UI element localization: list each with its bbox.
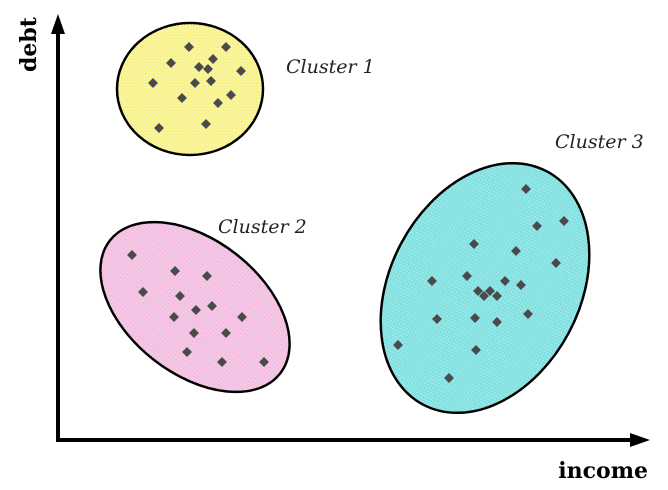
cluster-1-point [166, 58, 176, 68]
axes [51, 14, 650, 447]
cluster-1-point [190, 78, 200, 88]
y-axis-label: debt [16, 16, 42, 72]
cluster-3-point [492, 317, 502, 327]
cluster-2-point [170, 266, 180, 276]
cluster-3-point [516, 280, 526, 290]
cluster-3-point [469, 239, 479, 249]
cluster-1-point [201, 119, 211, 129]
cluster-1-point [221, 42, 231, 52]
cluster-1-point [154, 123, 164, 133]
cluster-2-point [259, 357, 269, 367]
cluster-2-label: Cluster 2 [218, 216, 307, 238]
cluster-2-point [217, 357, 227, 367]
cluster-3-point [393, 340, 403, 350]
cluster-3-point [427, 276, 437, 286]
cluster-1-point [226, 90, 236, 100]
cluster-2-point [127, 250, 137, 260]
cluster-2-point [189, 328, 199, 338]
cluster-2-point [202, 271, 212, 281]
cluster-3-point [432, 314, 442, 324]
cluster-2-point [175, 291, 185, 301]
cluster-3-point [500, 276, 510, 286]
x-axis-label: income [558, 458, 648, 484]
cluster-2: Cluster 2 [99, 216, 307, 394]
cluster-1-point [184, 42, 194, 52]
cluster-2-points [127, 250, 269, 367]
cluster-3-point [559, 216, 569, 226]
cluster-1-point [194, 62, 204, 72]
cluster-3: Cluster 3 [379, 131, 644, 415]
cluster-3-label: Cluster 3 [555, 131, 644, 153]
cluster-3-point [532, 221, 542, 231]
cluster-1-point [203, 64, 213, 74]
cluster-3-point [492, 291, 502, 301]
cluster-2-point [182, 347, 192, 357]
cluster-1-point [206, 76, 216, 86]
cluster-2-point [191, 305, 201, 315]
cluster-3-point [479, 291, 489, 301]
y-axis-arrow-icon [51, 14, 65, 34]
cluster-1-label: Cluster 1 [286, 56, 375, 78]
cluster-1-point [208, 54, 218, 64]
cluster-1-point [236, 66, 246, 76]
cluster-2-point [138, 287, 148, 297]
cluster-3-point [523, 309, 533, 319]
cluster-3-point [473, 286, 483, 296]
cluster-1-texture [118, 24, 262, 154]
cluster-3-point [462, 271, 472, 281]
cluster-3-point [521, 184, 531, 194]
x-axis-arrow-icon [630, 433, 650, 447]
cluster-1-point [213, 98, 223, 108]
cluster-2-point [221, 328, 231, 338]
cluster-1-point [148, 78, 158, 88]
cluster-1: Cluster 1 [115, 21, 375, 157]
cluster-3-point [444, 373, 454, 383]
cluster-2-point [169, 312, 179, 322]
cluster-3-point [470, 313, 480, 323]
cluster-2-point [207, 301, 217, 311]
cluster-2-point [237, 312, 247, 322]
cluster-3-point [511, 246, 521, 256]
cluster-1-points [148, 42, 246, 133]
cluster-1-point [177, 93, 187, 103]
cluster-3-point [551, 258, 561, 268]
cluster-3-point [485, 286, 495, 296]
cluster-3-point [471, 345, 481, 355]
cluster-3-points [393, 184, 569, 383]
